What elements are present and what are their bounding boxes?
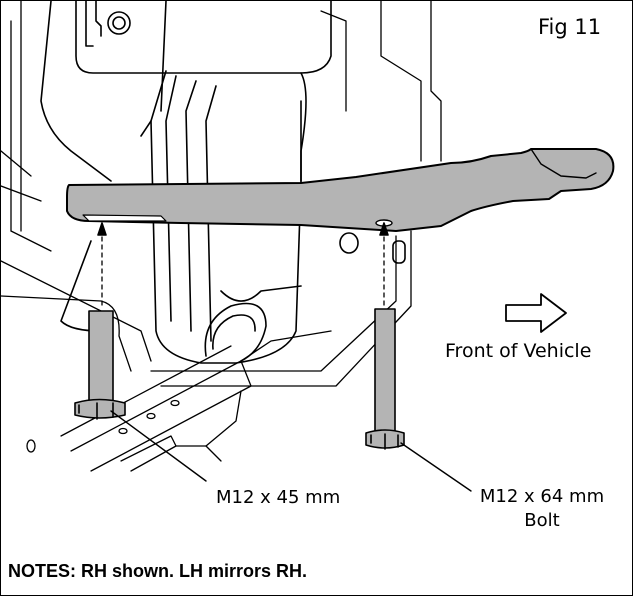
direction-label: Front of Vehicle: [445, 340, 592, 362]
vertical-post: [60, 70, 406, 364]
right-bolt: [365, 222, 472, 492]
left-bolt-label: M12 x 45 mm: [216, 487, 341, 508]
frame-background: [1, 1, 442, 472]
right-bolt-type: Bolt: [524, 510, 560, 531]
hitch-bracket-drawing: [1, 1, 615, 492]
left-bolt: [74, 222, 207, 482]
figure-label: Fig 11: [538, 15, 602, 39]
right-bolt-size: M12 x 64 mm: [479, 486, 605, 507]
notes-text: NOTES: RH shown. LH mirrors RH.: [8, 561, 308, 581]
right-bolt-label: M12 x 64 mm Bolt: [467, 485, 617, 533]
hitch-bracket: [66, 148, 615, 232]
upper-mount: [40, 1, 332, 182]
arrow-right-outline-icon: [505, 293, 567, 333]
